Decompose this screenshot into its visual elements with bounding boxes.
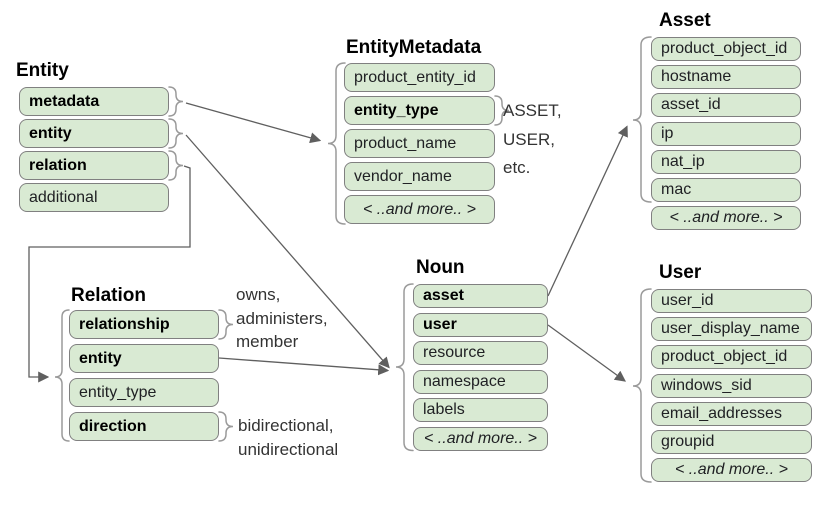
noun-row-labels: labels	[413, 398, 548, 422]
user-row-email-addresses: email_addresses	[651, 401, 812, 426]
relation-left-brace	[54, 309, 70, 442]
entity-box: Entity metadata entity relation addition…	[16, 60, 169, 212]
entity-type-values-annotation: ASSET, USER, etc.	[503, 97, 562, 183]
annotation-line: member	[236, 332, 299, 351]
entitymetadata-left-brace	[327, 62, 346, 225]
user-row-and-more: < ..and more.. >	[651, 458, 812, 483]
asset-row-ip: ip	[651, 121, 801, 146]
user-row-user-display-name: user_display_name	[651, 317, 812, 342]
asset-row-and-more: < ..and more.. >	[651, 206, 801, 231]
noun-row-resource: resource	[413, 341, 548, 365]
relation-title: Relation	[71, 285, 146, 306]
annotation-line: bidirectional,	[238, 416, 334, 435]
arrow-relation-entity-to-noun	[218, 357, 390, 376]
user-row-groupid: groupid	[651, 429, 812, 454]
entitymetadata-rows: product_entity_id entity_type product_na…	[344, 63, 495, 224]
annotation-line: USER,	[503, 129, 555, 149]
relation-rows: relationship entity entity_type directio…	[69, 310, 219, 441]
asset-rows: product_object_id hostname asset_id ip n…	[651, 37, 801, 231]
asset-box: Asset product_object_id hostname asset_i…	[651, 10, 801, 231]
asset-row-mac: mac	[651, 177, 801, 202]
entitymetadata-title: EntityMetadata	[346, 37, 482, 58]
entity-metadata-row-bracket	[168, 86, 184, 117]
entitymetadata-row-vendor-name: vendor_name	[344, 162, 495, 191]
asset-row-nat-ip: nat_ip	[651, 149, 801, 174]
entitymetadata-row-entity-type: entity_type	[344, 96, 495, 125]
arrow-entity-metadata-to-entitymetadata	[185, 102, 322, 144]
relation-relationship-bracket	[218, 309, 234, 340]
noun-row-user: user	[413, 312, 548, 337]
noun-row-asset: asset	[413, 284, 548, 308]
relation-row-relationship: relationship	[69, 310, 219, 339]
user-left-brace	[632, 288, 652, 483]
user-row-user-id: user_id	[651, 289, 812, 313]
relation-box: Relation relationship entity entity_type…	[69, 285, 219, 441]
asset-row-hostname: hostname	[651, 65, 801, 90]
user-row-product-object-id: product_object_id	[651, 345, 812, 370]
direction-values-annotation: bidirectional, unidirectional	[238, 414, 338, 461]
noun-rows: asset user resource namespace labels < .…	[413, 284, 548, 451]
noun-left-brace	[395, 283, 414, 452]
user-row-windows-sid: windows_sid	[651, 373, 812, 398]
asset-row-asset-id: asset_id	[651, 93, 801, 118]
relation-row-direction: direction	[69, 412, 219, 441]
user-title: User	[659, 262, 702, 283]
user-rows: user_id user_display_name product_object…	[651, 289, 812, 483]
entitymetadata-row-product-entity-id: product_entity_id	[344, 63, 495, 92]
entity-title: Entity	[16, 60, 69, 81]
annotation-line: unidirectional	[238, 439, 339, 459]
asset-title: Asset	[659, 10, 711, 31]
user-box: User user_id user_display_name product_o…	[651, 262, 812, 483]
asset-row-product-object-id: product_object_id	[651, 37, 801, 61]
noun-row-and-more: < ..and more.. >	[413, 426, 548, 451]
relation-row-entity-type: entity_type	[69, 378, 219, 407]
entity-rows: metadata entity relation additional	[19, 87, 169, 212]
entity-row-entity: entity	[19, 119, 169, 148]
noun-title: Noun	[416, 257, 465, 278]
annotation-line: owns,	[236, 285, 281, 304]
annotation-line: ASSET,	[503, 101, 562, 120]
entity-relation-row-bracket	[168, 150, 184, 181]
entity-row-relation: relation	[19, 151, 169, 180]
entity-entity-row-bracket	[168, 118, 184, 149]
noun-row-namespace: namespace	[413, 369, 548, 394]
relation-row-entity: entity	[69, 344, 219, 373]
entitymetadata-row-product-name: product_name	[344, 129, 495, 158]
relationship-values-annotation: owns, administers, member	[236, 283, 328, 354]
noun-box: Noun asset user resource namespace label…	[413, 257, 548, 451]
asset-left-brace	[632, 36, 652, 203]
annotation-line: etc.	[503, 158, 531, 177]
entitymetadata-row-and-more: < ..and more.. >	[344, 195, 495, 224]
annotation-line: administers,	[236, 308, 328, 328]
entity-row-metadata: metadata	[19, 87, 169, 116]
entitymetadata-box: EntityMetadata product_entity_id entity_…	[344, 37, 495, 224]
arrow-noun-user-to-user	[547, 324, 626, 382]
relation-direction-bracket	[218, 411, 234, 442]
entity-row-additional: additional	[19, 183, 169, 212]
